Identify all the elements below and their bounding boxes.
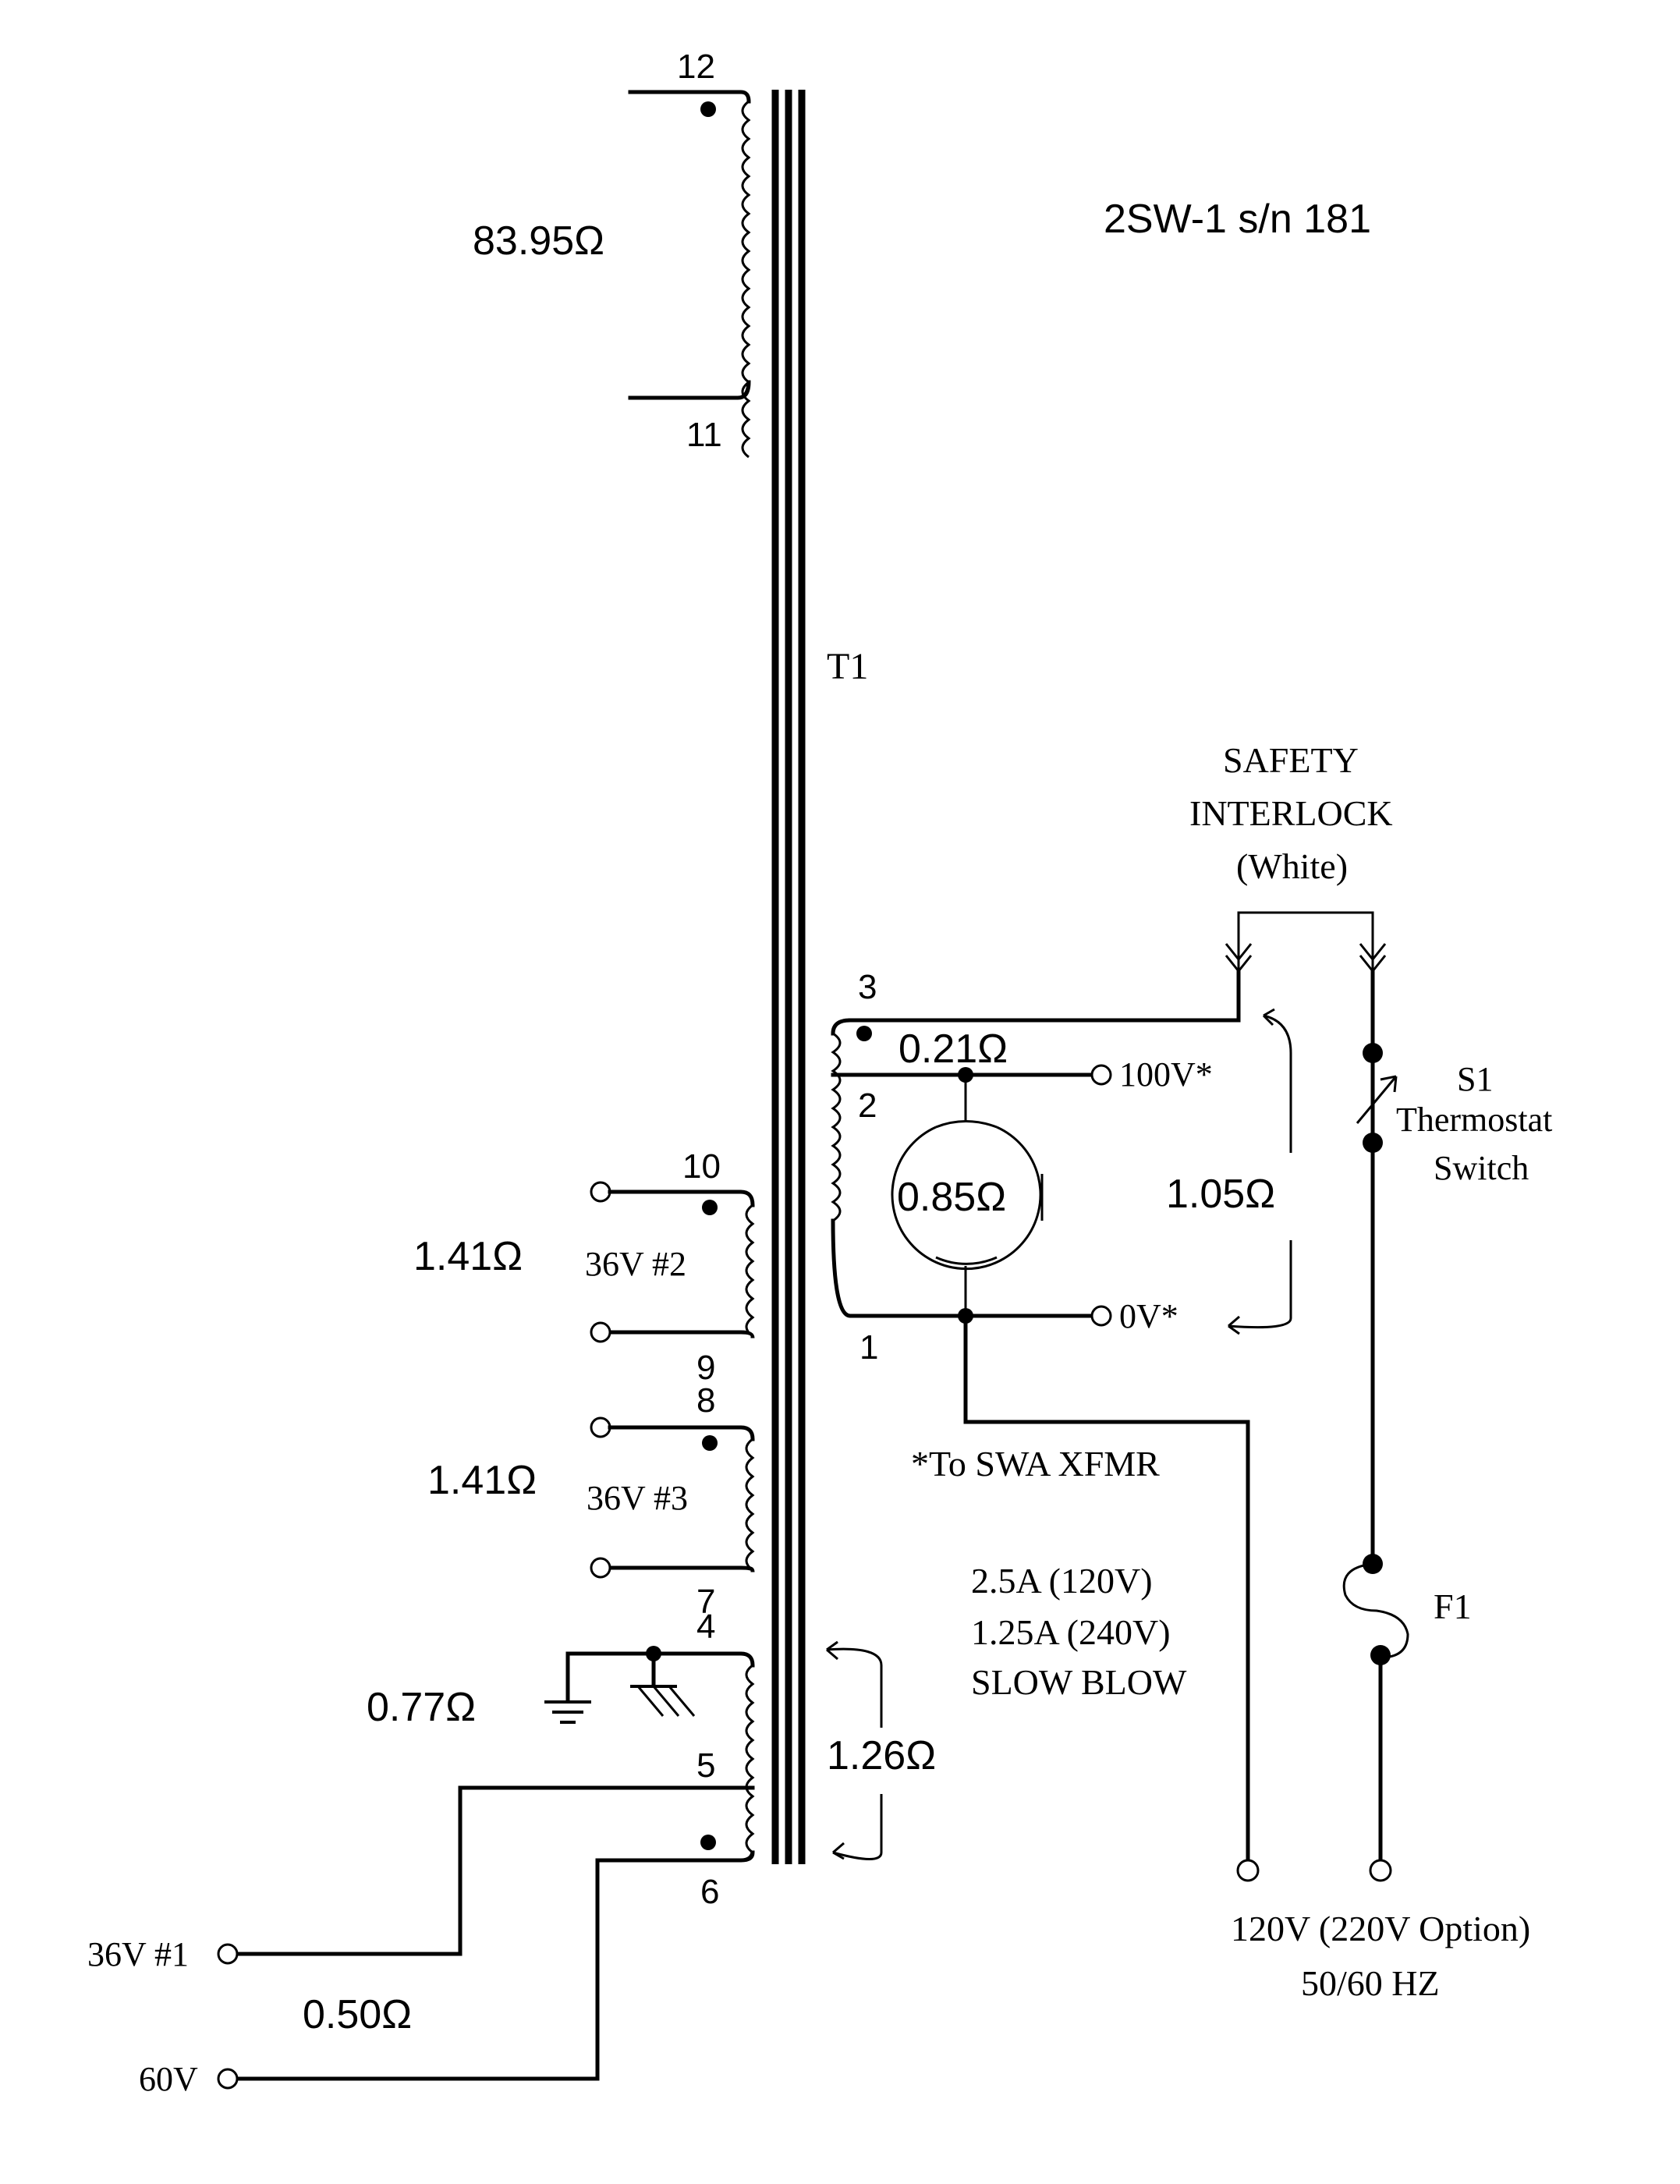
thermostat-label-1: Thermostat <box>1396 1101 1552 1139</box>
output-label-60v: 60V <box>139 2060 198 2098</box>
resistance-10-9: 1.41Ω <box>413 1234 523 1279</box>
transformer-label: T1 <box>827 646 868 687</box>
fuse-rating-1: 2.5A (120V) <box>971 1561 1153 1601</box>
pin-label-3: 3 <box>858 968 877 1006</box>
page-title: 2SW-1 s/n 181 <box>1104 197 1371 242</box>
resistance-3-1: 1.05Ω <box>1166 1172 1275 1217</box>
safety-interlock <box>1225 911 1387 1055</box>
resistance-4-5: 0.77Ω <box>367 1685 476 1730</box>
pin-label-2: 2 <box>858 1087 877 1125</box>
terminal-7 <box>590 1557 611 1579</box>
winding-12-11 <box>628 90 751 459</box>
thermostat-switch <box>1356 1043 1398 1566</box>
terminal-10 <box>590 1181 611 1203</box>
winding-4-6 <box>217 1646 755 2090</box>
polarity-dot <box>702 1435 718 1451</box>
pin-label-8: 8 <box>696 1381 715 1420</box>
output-label-0v: 0V* <box>1119 1297 1178 1335</box>
resistance-3-2: 0.21Ω <box>898 1026 1008 1072</box>
terminal-60v <box>217 2068 239 2090</box>
polarity-dot <box>702 1200 718 1215</box>
terminal-100v <box>1090 1064 1112 1086</box>
pin-label-10: 10 <box>682 1147 721 1186</box>
pin-label-1: 1 <box>859 1328 878 1367</box>
mains-label-2: 50/60 HZ <box>1301 1963 1440 2003</box>
pin-label-11: 11 <box>686 416 722 454</box>
winding-10-9 <box>590 1181 755 1343</box>
resistance-12-11: 83.95Ω <box>473 218 604 264</box>
pin-label-12: 12 <box>677 48 715 86</box>
resistance-8-7: 1.41Ω <box>427 1458 537 1503</box>
fuse-rating-3: SLOW BLOW <box>971 1662 1187 1702</box>
polarity-dot <box>856 1026 872 1041</box>
fuse-ref: F1 <box>1434 1587 1472 1626</box>
terminal-0v <box>1090 1305 1112 1327</box>
terminal-mains-2 <box>1369 1859 1392 1882</box>
output-label-100v: 100V* <box>1119 1055 1213 1094</box>
polarity-dot <box>700 1835 716 1850</box>
thermostat-ref: S1 <box>1457 1060 1493 1098</box>
fuse-rating-2: 1.25A (240V) <box>971 1612 1171 1652</box>
pin-label-4: 4 <box>696 1608 715 1646</box>
terminal-9 <box>590 1321 611 1343</box>
terminal-8 <box>590 1416 611 1438</box>
terminal-mains-1 <box>1236 1859 1260 1882</box>
interlock-label-1: SAFETY <box>1223 740 1359 780</box>
mains-label-1: 120V (220V Option) <box>1231 1909 1530 1948</box>
measurement-arrow <box>1228 1008 1292 1335</box>
output-note: *To SWA XFMR <box>911 1444 1160 1484</box>
interlock-label-2: INTERLOCK <box>1189 793 1393 833</box>
resistance-36v-60v: 0.50Ω <box>303 1992 412 2037</box>
thermostat-label-2: Switch <box>1434 1149 1529 1187</box>
transformer-core <box>771 90 806 1864</box>
pin-label-9: 9 <box>696 1349 715 1387</box>
resistance-2-1: 0.85Ω <box>897 1175 1006 1220</box>
pin-label-5: 5 <box>696 1746 715 1785</box>
pin-label-7: 7 <box>696 1583 715 1621</box>
pin-label-6: 6 <box>700 1873 719 1911</box>
terminal-36v-1 <box>217 1943 239 1965</box>
winding-name-36v-3: 36V #3 <box>587 1479 688 1517</box>
output-label-36v-1: 36V #1 <box>87 1935 189 1973</box>
primary-winding <box>831 1018 1250 1863</box>
fuse <box>1342 1554 1409 1863</box>
polarity-dot <box>700 101 716 117</box>
resistance-4-6: 1.26Ω <box>827 1733 936 1778</box>
winding-name-36v-2: 36V #2 <box>585 1245 686 1283</box>
winding-8-7 <box>590 1416 755 1579</box>
measurement-arrow <box>826 1640 883 1860</box>
interlock-label-3: (White) <box>1236 846 1348 886</box>
